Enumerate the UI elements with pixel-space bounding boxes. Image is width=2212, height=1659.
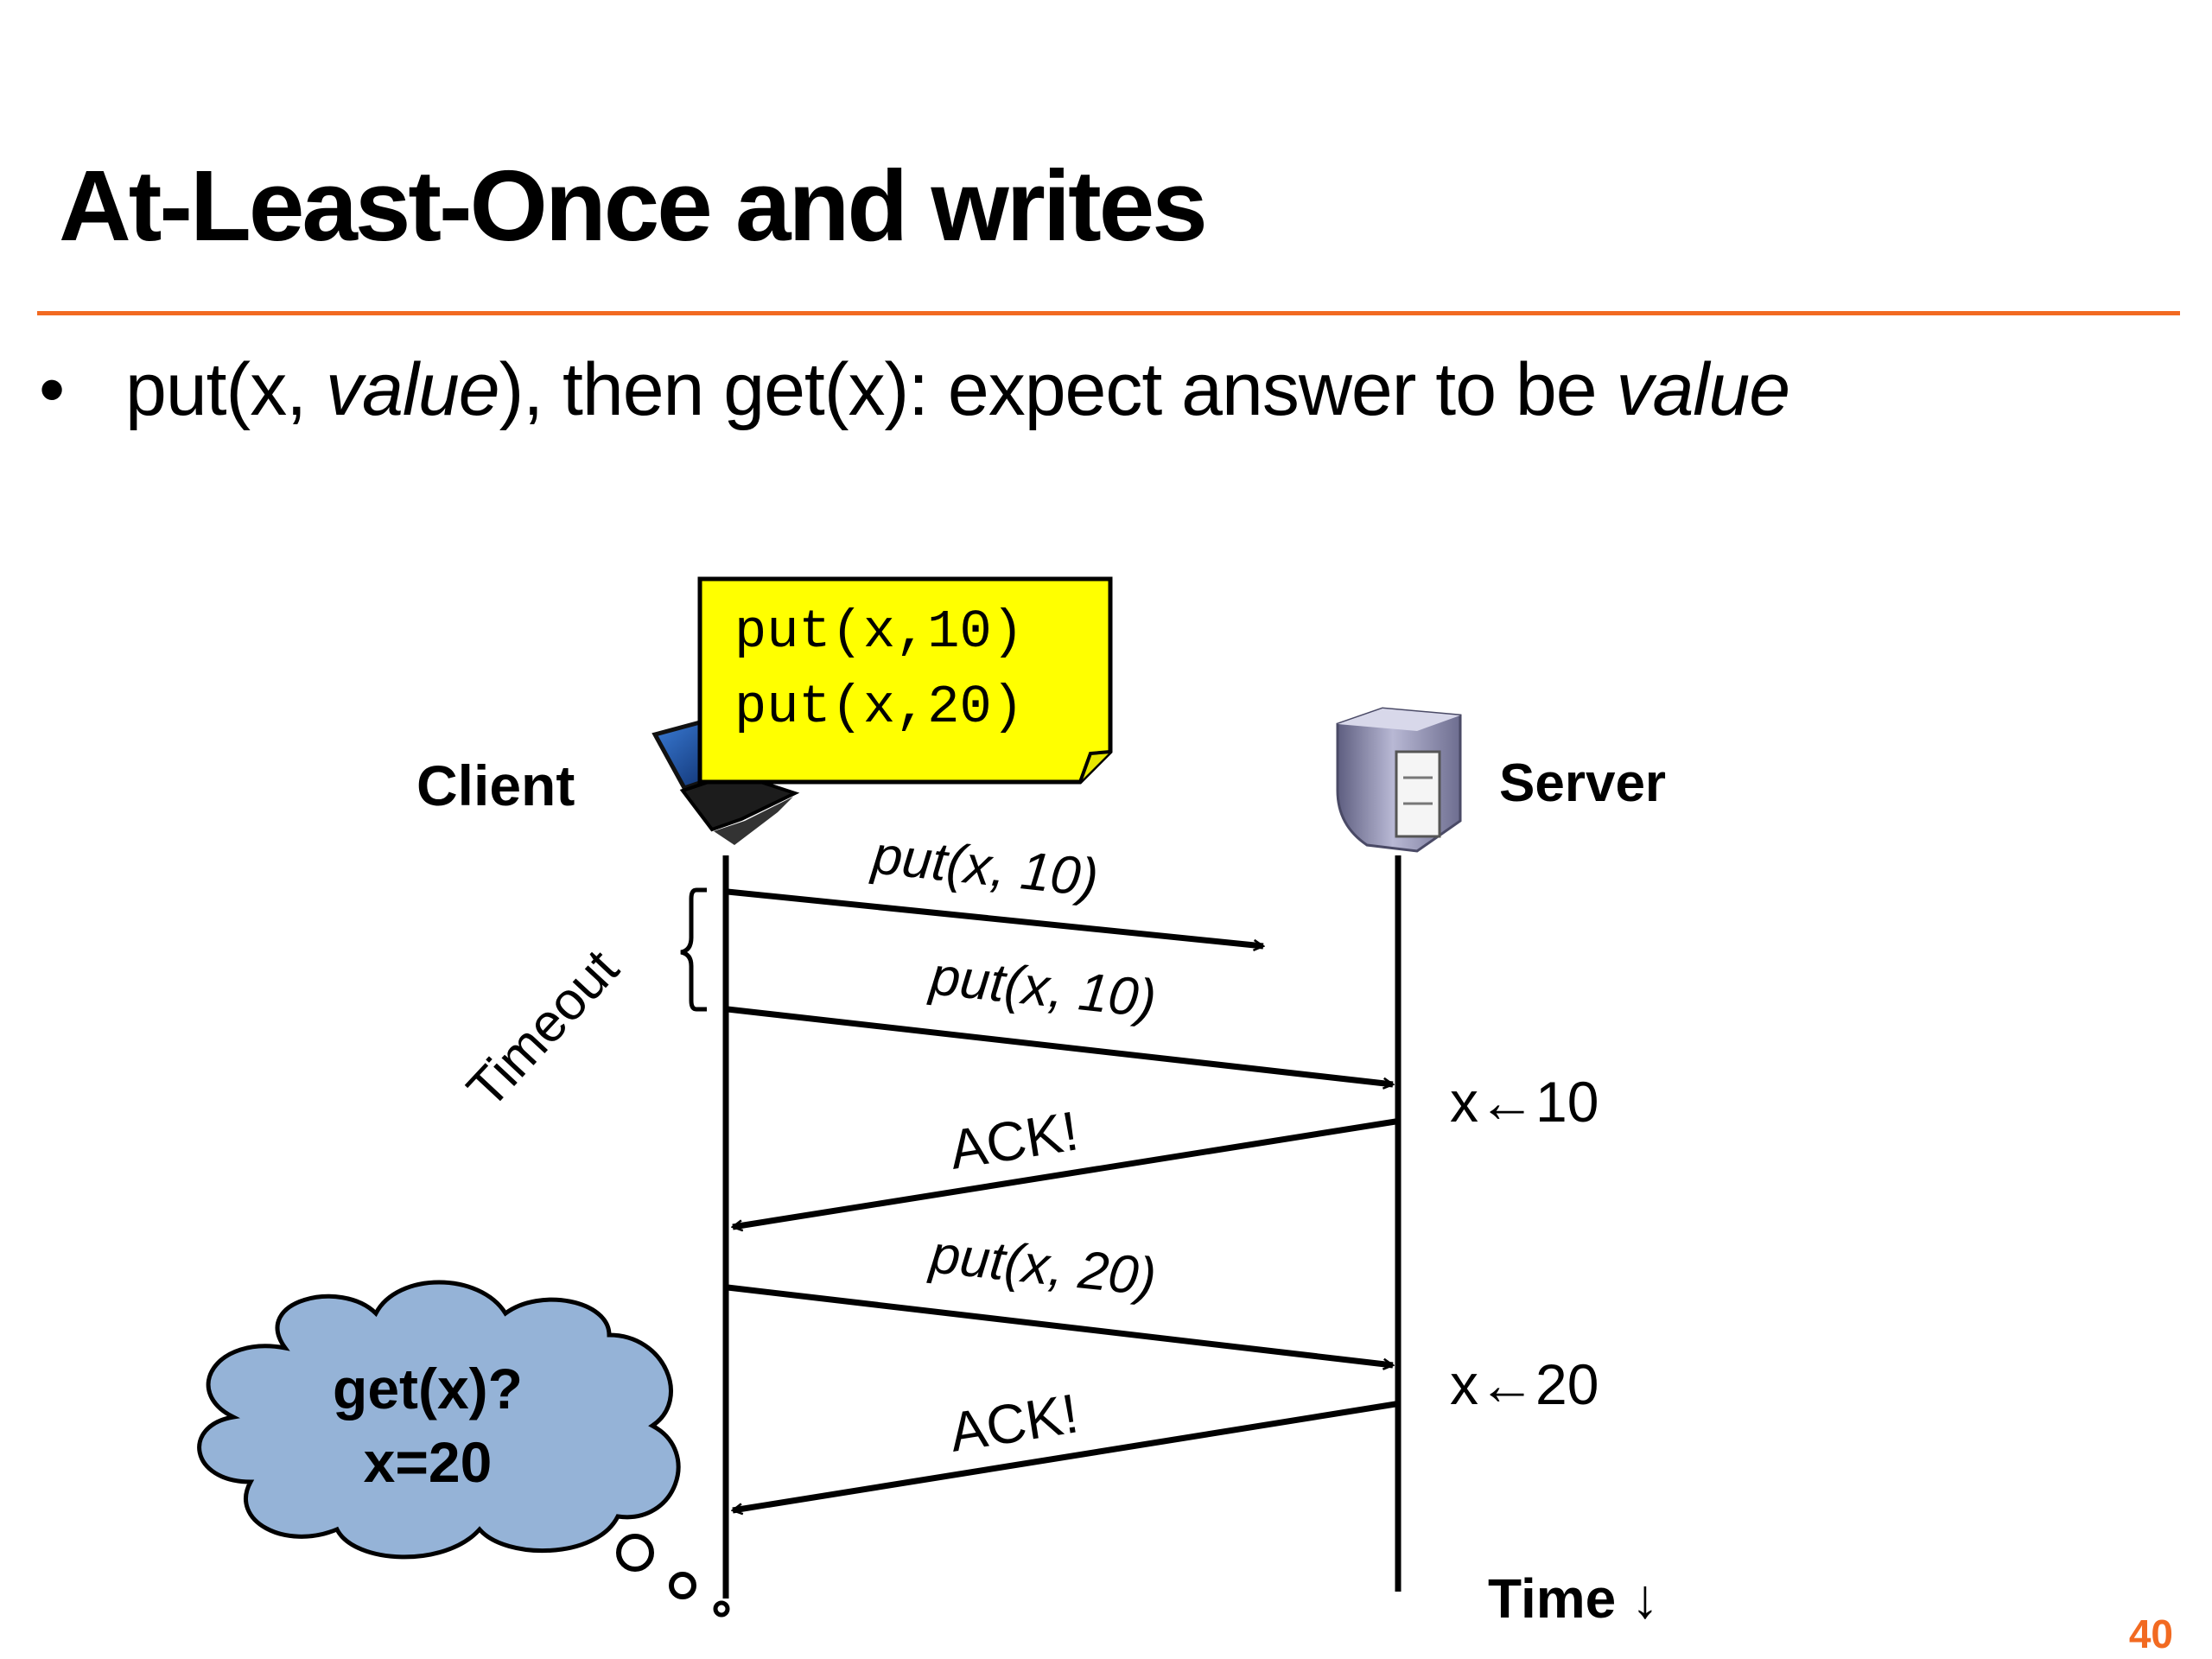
bullet-marker: • xyxy=(39,348,65,431)
sticky-note: put(x,10) put(x,20) xyxy=(697,576,1113,785)
bullet-text-2: value xyxy=(325,348,500,431)
server-state-2: x←20 xyxy=(1450,1352,1599,1416)
message-arrow-2 xyxy=(727,1006,1393,1084)
timeout-label: Timeout xyxy=(456,938,631,1119)
time-label: Time ↓ xyxy=(1488,1567,1659,1630)
message-arrow-5 xyxy=(733,1401,1396,1510)
message-label-2: put(x, 10) xyxy=(926,946,1160,1029)
message-label-3: ACK! xyxy=(945,1099,1083,1180)
client-label: Client xyxy=(416,753,575,817)
server-state-1: x←10 xyxy=(1450,1070,1599,1134)
slide-title: At-Least-Once and writes xyxy=(59,149,1208,262)
message-label-1: put(x, 10) xyxy=(868,825,1102,908)
message-label-5: ACK! xyxy=(945,1382,1083,1463)
bullet-text-4: value xyxy=(1616,348,1790,431)
bullet-text-3: ), then get(x): expect answer to be xyxy=(499,348,1617,431)
message-arrow-1 xyxy=(727,888,1263,946)
message-label-4: put(x, 20) xyxy=(926,1224,1160,1307)
thought-bubble: get(x)? x=20 xyxy=(197,1280,696,1599)
bullet-text-1: put(x, xyxy=(125,348,326,431)
message-arrow-3 xyxy=(733,1118,1396,1227)
sticky-note-line-1: put(x,10) xyxy=(734,601,1024,663)
page-number: 40 xyxy=(2128,1611,2173,1656)
thought-line-2: x=20 xyxy=(364,1430,493,1494)
server-label: Server xyxy=(1499,753,1666,813)
sticky-note-line-2: put(x,20) xyxy=(734,677,1024,738)
thought-dot-small xyxy=(669,1572,696,1599)
message-arrow-4 xyxy=(727,1284,1393,1365)
timeout-brace xyxy=(680,887,707,1012)
thought-line-1: get(x)? xyxy=(333,1357,523,1421)
bullet-item: • put(x, value), then get(x): expect answ… xyxy=(39,348,1790,431)
client-timeline-end xyxy=(713,1600,730,1618)
server-tower-icon xyxy=(1336,707,1462,853)
title-divider xyxy=(37,311,2180,315)
thought-dot-large xyxy=(616,1534,654,1572)
